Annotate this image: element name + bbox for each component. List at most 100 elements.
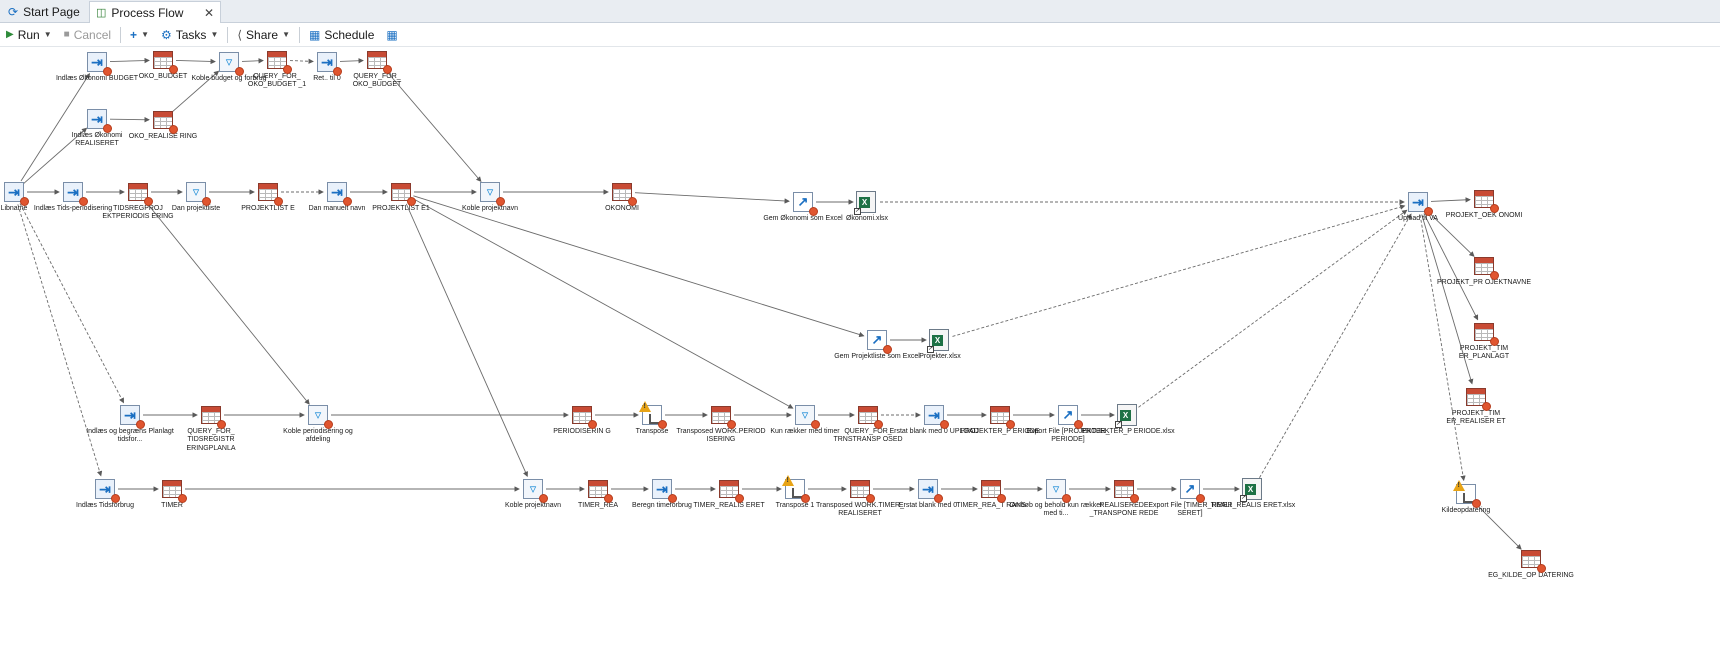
- share-button[interactable]: ⟨ Share ▼: [231, 24, 296, 46]
- status-dot-icon: [940, 420, 949, 429]
- table-icon: [161, 478, 187, 503]
- chevron-down-icon[interactable]: ▼: [141, 30, 149, 39]
- table-icon: [710, 404, 736, 429]
- flow-node-query-oko-budget[interactable]: QUERY_FOR_ OKO_BUDGET: [329, 49, 425, 90]
- flow-node-projekt-projektnavne[interactable]: PROJEKT_PR OJEKTNAVNE: [1436, 255, 1532, 287]
- tab-start-page-label: Start Page: [23, 5, 80, 19]
- status-dot-icon: [333, 67, 342, 76]
- shortcut-arrow-icon: ↗: [854, 208, 861, 215]
- flow-node-transpose[interactable]: Transpose: [604, 401, 700, 436]
- flow-node-libname[interactable]: ⇥Libname: [0, 181, 62, 213]
- flow-node-tidsreg-proj[interactable]: TIDSREGPROJ EKTPERIODIS ERING: [90, 181, 186, 222]
- flow-node-projekter-periode[interactable]: PROJEKTER_P ERIODE: [952, 404, 1048, 436]
- status-dot-icon: [144, 197, 153, 206]
- status-dot-icon: [727, 420, 736, 429]
- flow-node-query-oko-budget-1[interactable]: QUERY_FOR_ OKO_BUDGET _1: [229, 49, 325, 90]
- flow-node-projektliste1[interactable]: PROJEKTLIST E1: [353, 181, 449, 213]
- flow-node-okonomi[interactable]: OKONOMI: [574, 181, 670, 213]
- grid-view-button[interactable]: ▦: [380, 24, 403, 46]
- flow-node-timer-rea[interactable]: TIMER_REA: [550, 478, 646, 510]
- flow-node-oko-realisering[interactable]: OKO_REALISE RING: [115, 109, 211, 141]
- flow-node-timer-realiseret[interactable]: TIMER_REALIS ERET: [681, 478, 777, 510]
- flow-node-eg-kilde-opdatering[interactable]: EG_KILDE_OP DATERING: [1483, 548, 1579, 580]
- schedule-label: Schedule: [324, 27, 375, 42]
- flow-node-koble-projektnavn-2[interactable]: ▿Koble projektnavn: [485, 478, 581, 510]
- flow-node-erstat-blank[interactable]: ⇥Erstat blank med 0: [880, 478, 976, 510]
- flow-node-projekter-periode-xlsx[interactable]: X↗PROJEKTER_P ERIODE.xlsx: [1080, 404, 1176, 436]
- chevron-down-icon[interactable]: ▼: [282, 30, 290, 39]
- flow-node-label: Erstat blank med 0: [898, 502, 958, 509]
- task-icon: ⇥: [326, 181, 352, 206]
- flow-node-projekt-okonomi[interactable]: PROJEKT_OEK ONOMI: [1436, 188, 1532, 220]
- flow-node-label: TIDSREGPROJ EKTPERIODIS ERING: [102, 205, 174, 221]
- flow-node-koble-budget[interactable]: ▿Koble budget og forbrug: [181, 51, 277, 83]
- cancel-button[interactable]: ■ Cancel: [58, 24, 117, 46]
- run-icon: ▶: [6, 29, 14, 40]
- flow-node-projekter-xlsx[interactable]: X↗Projekter.xlsx: [892, 329, 988, 361]
- chevron-down-icon[interactable]: ▼: [210, 30, 219, 39]
- export-file-icon: ↗: [792, 191, 818, 216]
- flow-node-realiserede-transponerede[interactable]: REALISEREDE _TRANSPONE REDE: [1076, 478, 1172, 519]
- task-icon: ⇥: [62, 181, 88, 206]
- flow-node-kun-raekker[interactable]: ▿Kun rækker med timer: [757, 404, 853, 436]
- close-icon[interactable]: ✕: [203, 5, 214, 20]
- tab-process-flow[interactable]: ◫ Process Flow ✕: [89, 1, 221, 23]
- flow-node-koble-projektnavn-1[interactable]: ▿Koble projektnavn: [442, 181, 538, 213]
- flow-node-oko-budget[interactable]: OKO_BUDGET: [115, 49, 211, 81]
- flow-node-label: QUERY_FOR_ TRNSTRANSP OSED: [833, 428, 903, 444]
- flow-node-gem-okonomi[interactable]: ↗Gem Økonomi som Excel: [755, 191, 851, 223]
- flow-node-transposed-work-periodisering[interactable]: Transposed WORK.PERIOD ISERING: [673, 404, 769, 445]
- flow-node-label: Ret.. til 0: [313, 75, 341, 82]
- flow-node-query-tidsregistrering[interactable]: QUERY_FOR_ TIDSREGISTR ERINGPLANLA: [163, 404, 259, 453]
- table-icon: [152, 49, 178, 74]
- flow-node-indlaes-begraens[interactable]: ⇥Indlæs og begræns Planlagt tidsfor...: [82, 404, 178, 445]
- stop-icon: ■: [63, 29, 70, 40]
- flow-node-query-trnstransposed[interactable]: QUERY_FOR_ TRNSTRANSP OSED: [820, 404, 916, 445]
- add-button[interactable]: + ▼: [124, 24, 155, 46]
- flow-node-label: Export File [PROJEKTER_ PERIODE]: [1026, 428, 1110, 444]
- flow-node-ombob[interactable]: ▿Ombøb og behold kun rækker med ti...: [1008, 478, 1104, 519]
- flow-node-export-projekter-periode[interactable]: ↗Export File [PROJEKTER_ PERIODE]: [1020, 404, 1116, 445]
- flow-node-indlaes-realiseret[interactable]: ⇥Indlæs Økonomi REALISERET: [49, 108, 145, 149]
- flow-node-erstat-blank-upload[interactable]: ⇥Erstat blank med 0 UPLOAD: [886, 404, 982, 436]
- flow-connector: [109, 57, 150, 64]
- tasks-button[interactable]: ⚙ Tasks ▼: [155, 24, 224, 46]
- flow-node-export-timer-realiseret[interactable]: ↗Export File [TIMER_REALI SERET]: [1142, 478, 1238, 519]
- flow-node-beregn-timeforbrug[interactable]: ⇥Beregn timeforbrug: [614, 478, 710, 510]
- flow-node-indlaes-budget[interactable]: ⇥Indlæs Økonomi BUDGET: [49, 51, 145, 83]
- flow-node-transposed-work-timer-realiseret[interactable]: Transposed WORK.TIMER_ REALISERET: [812, 478, 908, 519]
- flow-node-projekt-timer-realiseret[interactable]: PROJEKT_TIM ER_REALISER ET: [1428, 386, 1524, 427]
- flow-node-indlaes-tids[interactable]: ⇥Indlæs Tids-periodisering: [25, 181, 121, 213]
- flow-node-upload-va[interactable]: ⇥Upload til VA: [1370, 191, 1466, 223]
- flow-node-projekt-timer-planlagt[interactable]: PROJEKT_TIM ER_PLANLAGT: [1436, 321, 1532, 362]
- export-file-icon: ↗: [1179, 478, 1205, 503]
- flow-node-indlaes-tidsforbrug[interactable]: ⇥Indlæs Tidsforbrug: [57, 478, 153, 510]
- flow-node-timer-rea-trans[interactable]: TIMER_REA_T RANS: [943, 478, 1039, 510]
- flow-node-dan-manuelt[interactable]: ⇥Dan manuelt navn: [289, 181, 385, 213]
- flow-node-label: Upload til VA: [1398, 215, 1438, 222]
- chevron-down-icon[interactable]: ▼: [43, 30, 52, 39]
- flow-connections: [17, 57, 1522, 550]
- calendar-icon: ▦: [309, 27, 321, 42]
- flow-node-periodisering[interactable]: PERIODISERIN G: [534, 404, 630, 436]
- flow-node-timer[interactable]: TIMER: [124, 478, 220, 510]
- flow-node-gem-projektliste[interactable]: ↗Gem Projektliste som Excel: [829, 329, 925, 361]
- flow-node-projektliste[interactable]: PROJEKTLIST E: [220, 181, 316, 213]
- flow-connector: [1430, 197, 1471, 203]
- tab-start-page[interactable]: ⟳ Start Page: [2, 1, 86, 23]
- flow-node-label: PROJEKT_PR OJEKTNAVNE: [1436, 279, 1531, 286]
- share-label: Share: [246, 27, 279, 42]
- flow-node-timer-realiseret-xlsx[interactable]: X↗TIMER_REALIS ERET.xlsx: [1205, 478, 1301, 510]
- flow-node-ret-til-0[interactable]: ⇥Ret.. til 0: [279, 51, 375, 83]
- flow-node-transpose-1[interactable]: Transpose 1: [747, 475, 843, 510]
- flow-node-dan-projektliste[interactable]: ▿Dan projektliste: [148, 181, 244, 213]
- flow-node-okonomi-xlsx[interactable]: X↗Økonomi.xlsx: [819, 191, 915, 223]
- add-label: +: [130, 27, 138, 42]
- flow-node-koble-periodisering[interactable]: ▿Koble periodisering og afdeling: [270, 404, 366, 445]
- run-button[interactable]: ▶ Run ▼: [0, 24, 58, 46]
- flow-node-kildeopdatering[interactable]: Kildeopdatering: [1418, 480, 1514, 515]
- schedule-button[interactable]: ▦ Schedule: [303, 24, 380, 46]
- tasks-label: Tasks: [175, 27, 207, 42]
- status-dot-icon: [169, 65, 178, 74]
